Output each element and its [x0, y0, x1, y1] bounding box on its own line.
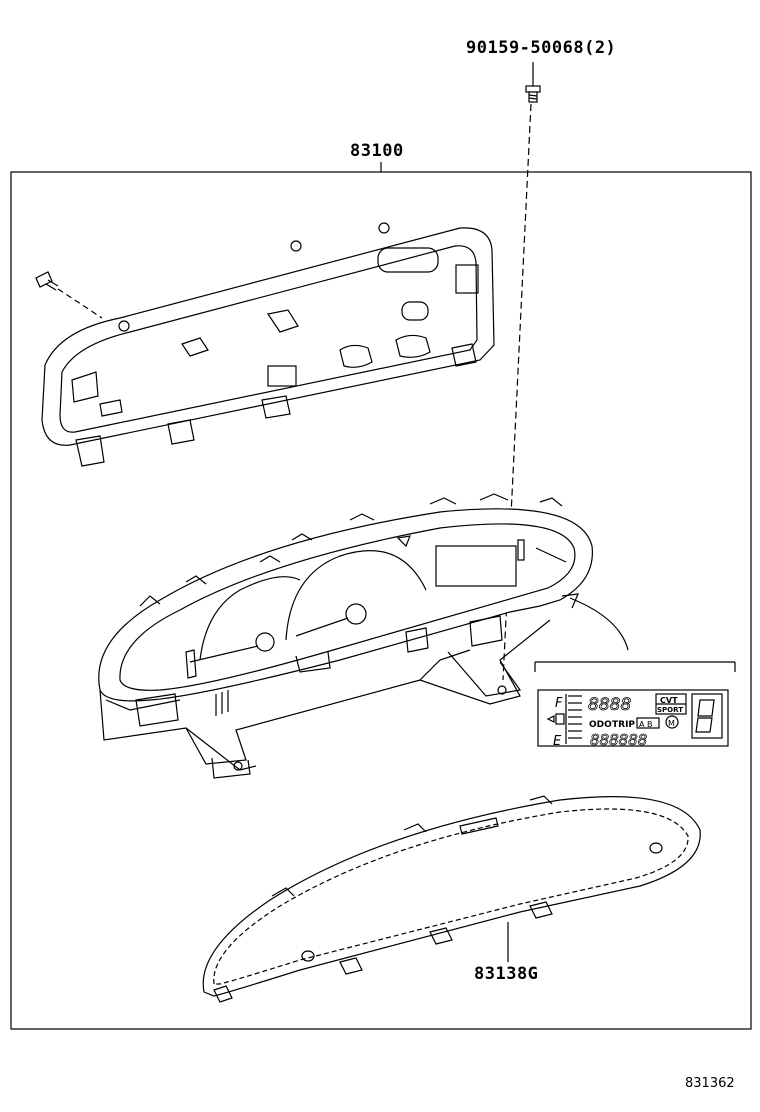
part-label-assembly: 83100 [350, 141, 404, 161]
rear-case [41, 222, 495, 467]
screw-left-dash-line [57, 288, 103, 319]
ab-box [636, 717, 660, 729]
detail-arrow [569, 597, 629, 651]
meter-assembly [98, 493, 593, 779]
lcd-fuel-gauge [565, 694, 582, 744]
lcd-detail-panel [537, 689, 729, 747]
mode-indicator [665, 715, 679, 729]
lcd-fuel-full: F [555, 696, 563, 711]
lcd-mode-label: M [668, 719, 675, 728]
meter-glass [202, 795, 701, 1003]
screw-left-icon [35, 271, 59, 291]
fuel-pump-icon [546, 713, 565, 725]
lcd-clock-digits: 8888 [588, 695, 631, 715]
gear-digit-display [691, 693, 723, 739]
lcd-odo-label: ODO [589, 720, 612, 730]
part-label-glass: 83138G [474, 964, 539, 984]
lcd-trip-label: TRIP [612, 720, 635, 730]
lcd-fuel-empty: E [553, 734, 562, 749]
screw-top-icon [525, 62, 541, 103]
lcd-ab-label: A B [639, 720, 653, 729]
figure-ref-code: 831362 [685, 1076, 735, 1091]
screw-dash-line [502, 103, 532, 681]
part-label-screw: 90159-50068(2) [466, 38, 617, 58]
lcd-odo-digits: 888888 [590, 731, 647, 749]
lcd-cvt-label: CVT [660, 696, 678, 705]
lcd-sport-label: SPORT [657, 706, 683, 714]
